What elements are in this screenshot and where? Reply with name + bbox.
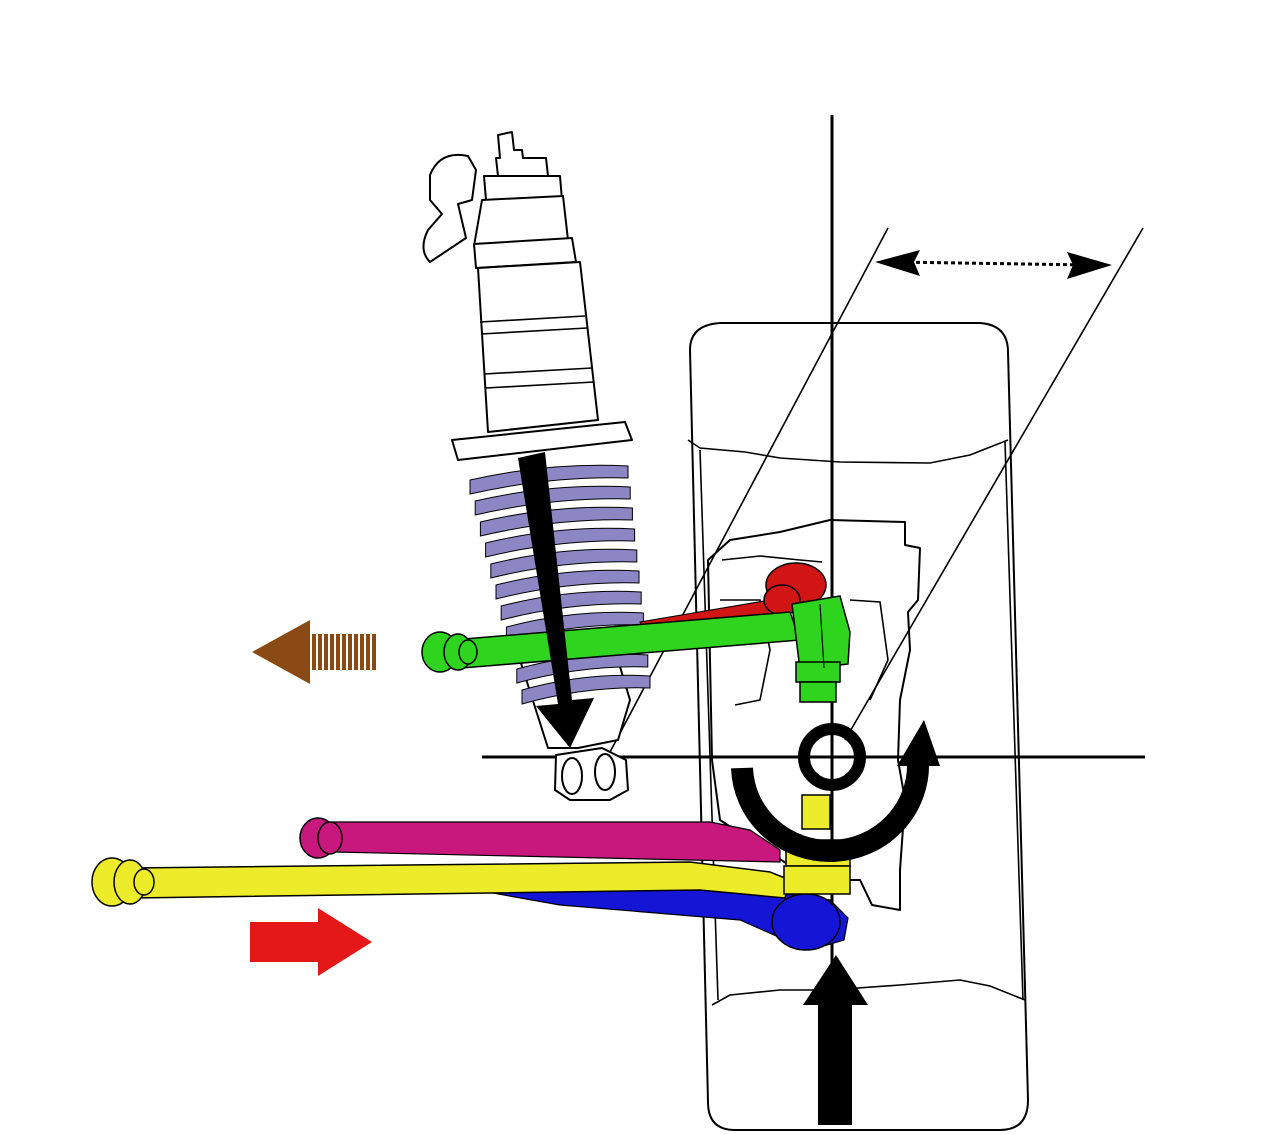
strut-shock-absorber — [422, 131, 633, 801]
upper-green-link — [421, 595, 851, 703]
dimension-arrow — [875, 250, 1112, 279]
brown-arrow-stripe — [330, 634, 334, 670]
black-down-arrow — [518, 452, 594, 748]
brown-arrow-stripe — [336, 634, 340, 670]
magenta-link — [299, 817, 781, 863]
brown-arrow-stripe — [324, 634, 328, 670]
rotation-arc-arrow — [731, 720, 940, 862]
wheel-hub — [798, 723, 866, 791]
brown-arrow-stripe — [312, 634, 316, 670]
red-right-arrow — [250, 908, 372, 976]
brown-arrow-stripe — [318, 634, 322, 670]
brown-arrow-stripe — [360, 634, 364, 670]
coil-spring — [469, 464, 651, 705]
brown-arrow-stripe — [342, 634, 346, 670]
brown-arrow-stripe — [348, 634, 352, 670]
brown-arrow-stripe — [366, 634, 370, 670]
brown-arrow-stripe — [372, 634, 376, 670]
brown-left-arrow — [252, 620, 376, 684]
black-up-arrow — [803, 955, 868, 1125]
brown-arrow-stripe — [354, 634, 358, 670]
yellow-link — [91, 794, 851, 907]
parallel-offset-line — [844, 227, 1144, 741]
brown-arrow-head — [252, 620, 310, 684]
blue-link — [419, 879, 849, 951]
steering-axis-line — [609, 227, 889, 753]
